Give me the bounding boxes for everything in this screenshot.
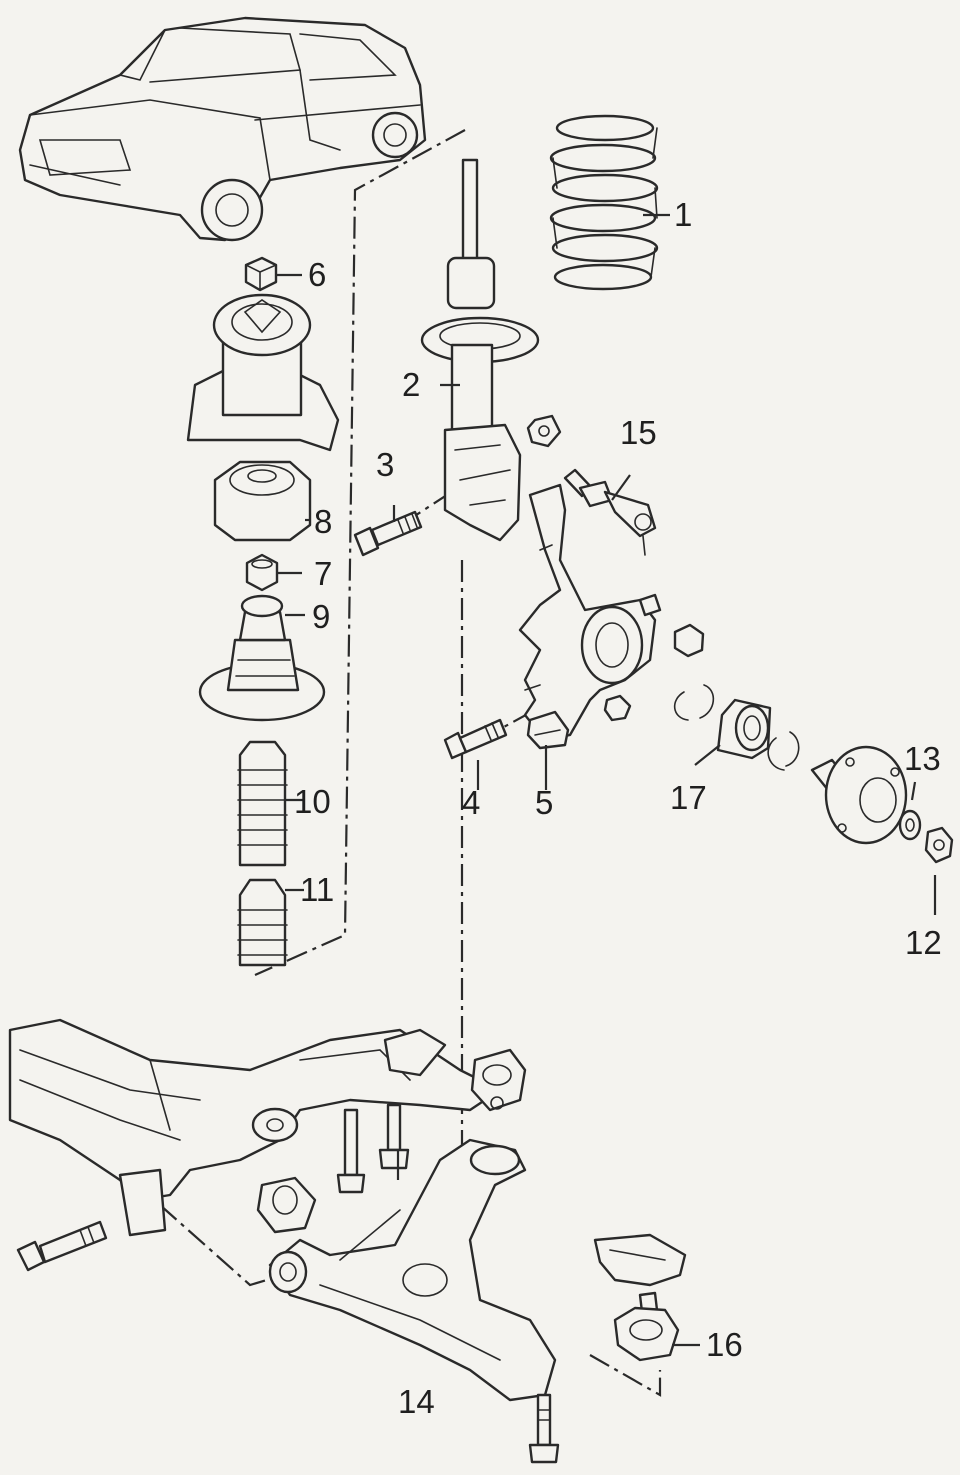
arm-bolt — [528, 1393, 560, 1464]
subframe-mount — [470, 1048, 527, 1112]
callout-7: 7 — [314, 555, 333, 592]
knuckle-nuts — [603, 623, 705, 722]
subframe-bolts — [336, 1103, 410, 1194]
strut-nut — [526, 414, 562, 448]
strut-bolt — [353, 510, 423, 557]
wheel-bearing — [673, 684, 800, 771]
control-arm-bushing — [256, 1176, 317, 1234]
bump-stop — [237, 878, 288, 967]
hub-nut — [924, 826, 954, 864]
callout-4: 4 — [462, 784, 481, 821]
callout-11: 11 — [300, 871, 335, 908]
bearing-nut — [245, 553, 279, 592]
callout-2: 2 — [402, 366, 421, 403]
shock-strut — [420, 158, 540, 542]
spring-seat — [198, 594, 326, 722]
callout-5: 5 — [535, 784, 554, 821]
top-nut — [244, 256, 278, 292]
subframe — [8, 1018, 502, 1237]
callout-15: 15 — [620, 414, 657, 451]
coil-spring — [549, 114, 659, 291]
callout-9: 9 — [312, 598, 331, 635]
steering-knuckle — [518, 483, 662, 742]
callout-13: 13 — [904, 740, 941, 777]
ball-joint — [593, 1233, 687, 1362]
callout-14: 14 — [398, 1383, 435, 1420]
vehicle-illustration — [18, 16, 427, 242]
callout-12: 12 — [905, 924, 942, 961]
dust-boot — [237, 740, 288, 867]
callout-8: 8 — [314, 503, 333, 540]
strut-mount-bearing — [213, 460, 312, 542]
callout-3: 3 — [376, 446, 395, 483]
callout-1: 1 — [674, 196, 693, 233]
tie-rod-end — [563, 468, 657, 556]
knuckle-bolt — [443, 718, 508, 760]
subframe-long-bolt — [16, 1220, 108, 1272]
hub-washer — [898, 809, 922, 841]
wheel-hub — [810, 745, 908, 845]
callout-16: 16 — [706, 1326, 743, 1363]
callout-10: 10 — [294, 783, 331, 820]
leader-lines — [276, 213, 937, 1347]
callout-17: 17 — [670, 779, 707, 816]
strut-top-mount — [186, 293, 340, 452]
callout-6: 6 — [308, 256, 327, 293]
clamp-plate — [526, 710, 570, 750]
lower-control-arm — [268, 1138, 557, 1402]
